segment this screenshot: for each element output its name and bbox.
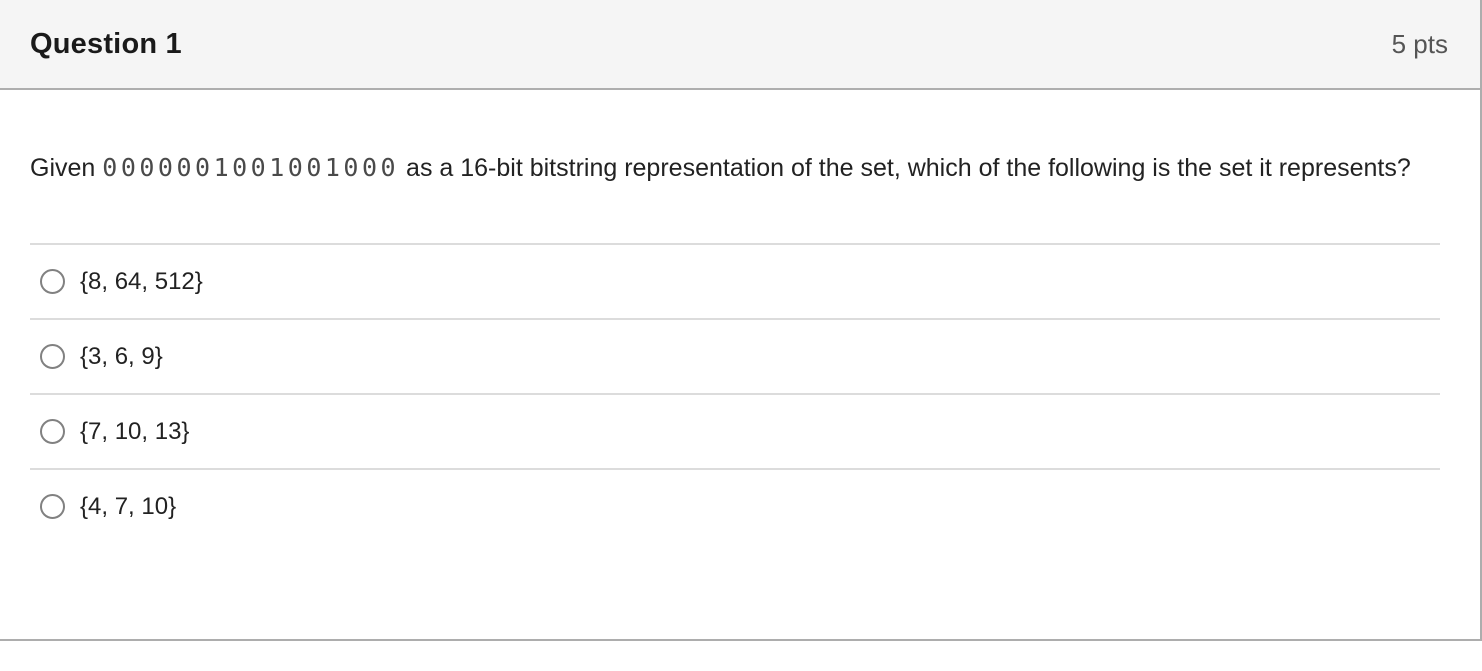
question-card: Question 1 5 pts Given 0000001001001000 …	[0, 0, 1482, 641]
question-text: Given 0000001001001000 as a 16-bit bitst…	[30, 142, 1426, 194]
answer-option-3[interactable]: {7, 10, 13}	[30, 393, 1440, 468]
answer-option-label: {3, 6, 9}	[80, 342, 163, 370]
radio-button-icon[interactable]	[40, 494, 65, 519]
radio-button-icon[interactable]	[40, 419, 65, 444]
question-text-prefix: Given	[30, 154, 103, 182]
question-text-suffix: as a 16-bit bitstring representation of …	[399, 154, 1411, 182]
question-body: Given 0000001001001000 as a 16-bit bitst…	[0, 90, 1480, 543]
radio-button-icon[interactable]	[40, 269, 65, 294]
answer-option-4[interactable]: {4, 7, 10}	[30, 468, 1440, 543]
question-header: Question 1 5 pts	[0, 0, 1480, 90]
answer-option-2[interactable]: {3, 6, 9}	[30, 318, 1440, 393]
answer-option-label: {8, 64, 512}	[80, 267, 203, 295]
answer-options: {8, 64, 512} {3, 6, 9} {7, 10, 13} {4, 7…	[30, 243, 1440, 543]
question-points: 5 pts	[1391, 28, 1448, 59]
question-title: Question 1	[30, 27, 182, 60]
answer-option-label: {7, 10, 13}	[80, 417, 190, 445]
radio-button-icon[interactable]	[40, 344, 65, 369]
answer-option-label: {4, 7, 10}	[80, 492, 177, 520]
bitstring-value: 0000001001001000	[102, 153, 400, 182]
answer-option-1[interactable]: {8, 64, 512}	[30, 243, 1440, 318]
